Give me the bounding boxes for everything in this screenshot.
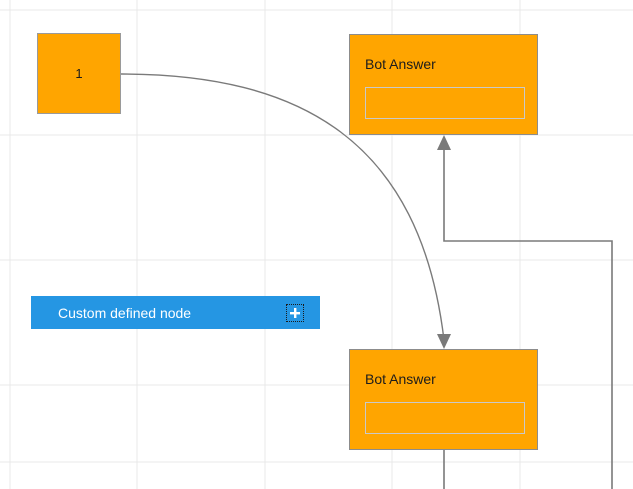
loopback-connector-arrowhead [437, 135, 451, 150]
bot-answer-title: Bot Answer [365, 56, 436, 72]
bot-answer-node-bottom[interactable]: Bot Answer [349, 349, 538, 450]
plus-icon[interactable] [286, 303, 304, 322]
custom-defined-node-label: Custom defined node [58, 304, 192, 321]
bot-answer-node-top[interactable]: Bot Answer [349, 34, 538, 135]
bot-answer-title: Bot Answer [365, 371, 436, 387]
bot-answer-message-slot[interactable] [365, 87, 525, 119]
bot-answer-message-slot[interactable] [365, 402, 525, 434]
numbered-node-label: 1 [75, 66, 83, 81]
curved-connector-arrowhead [437, 334, 451, 349]
curved-connector-path [120, 73, 445, 341]
numbered-node[interactable]: 1 [37, 33, 121, 114]
custom-defined-node-bar[interactable]: Custom defined node [31, 296, 320, 329]
loopback-connector-path [443, 146, 613, 489]
